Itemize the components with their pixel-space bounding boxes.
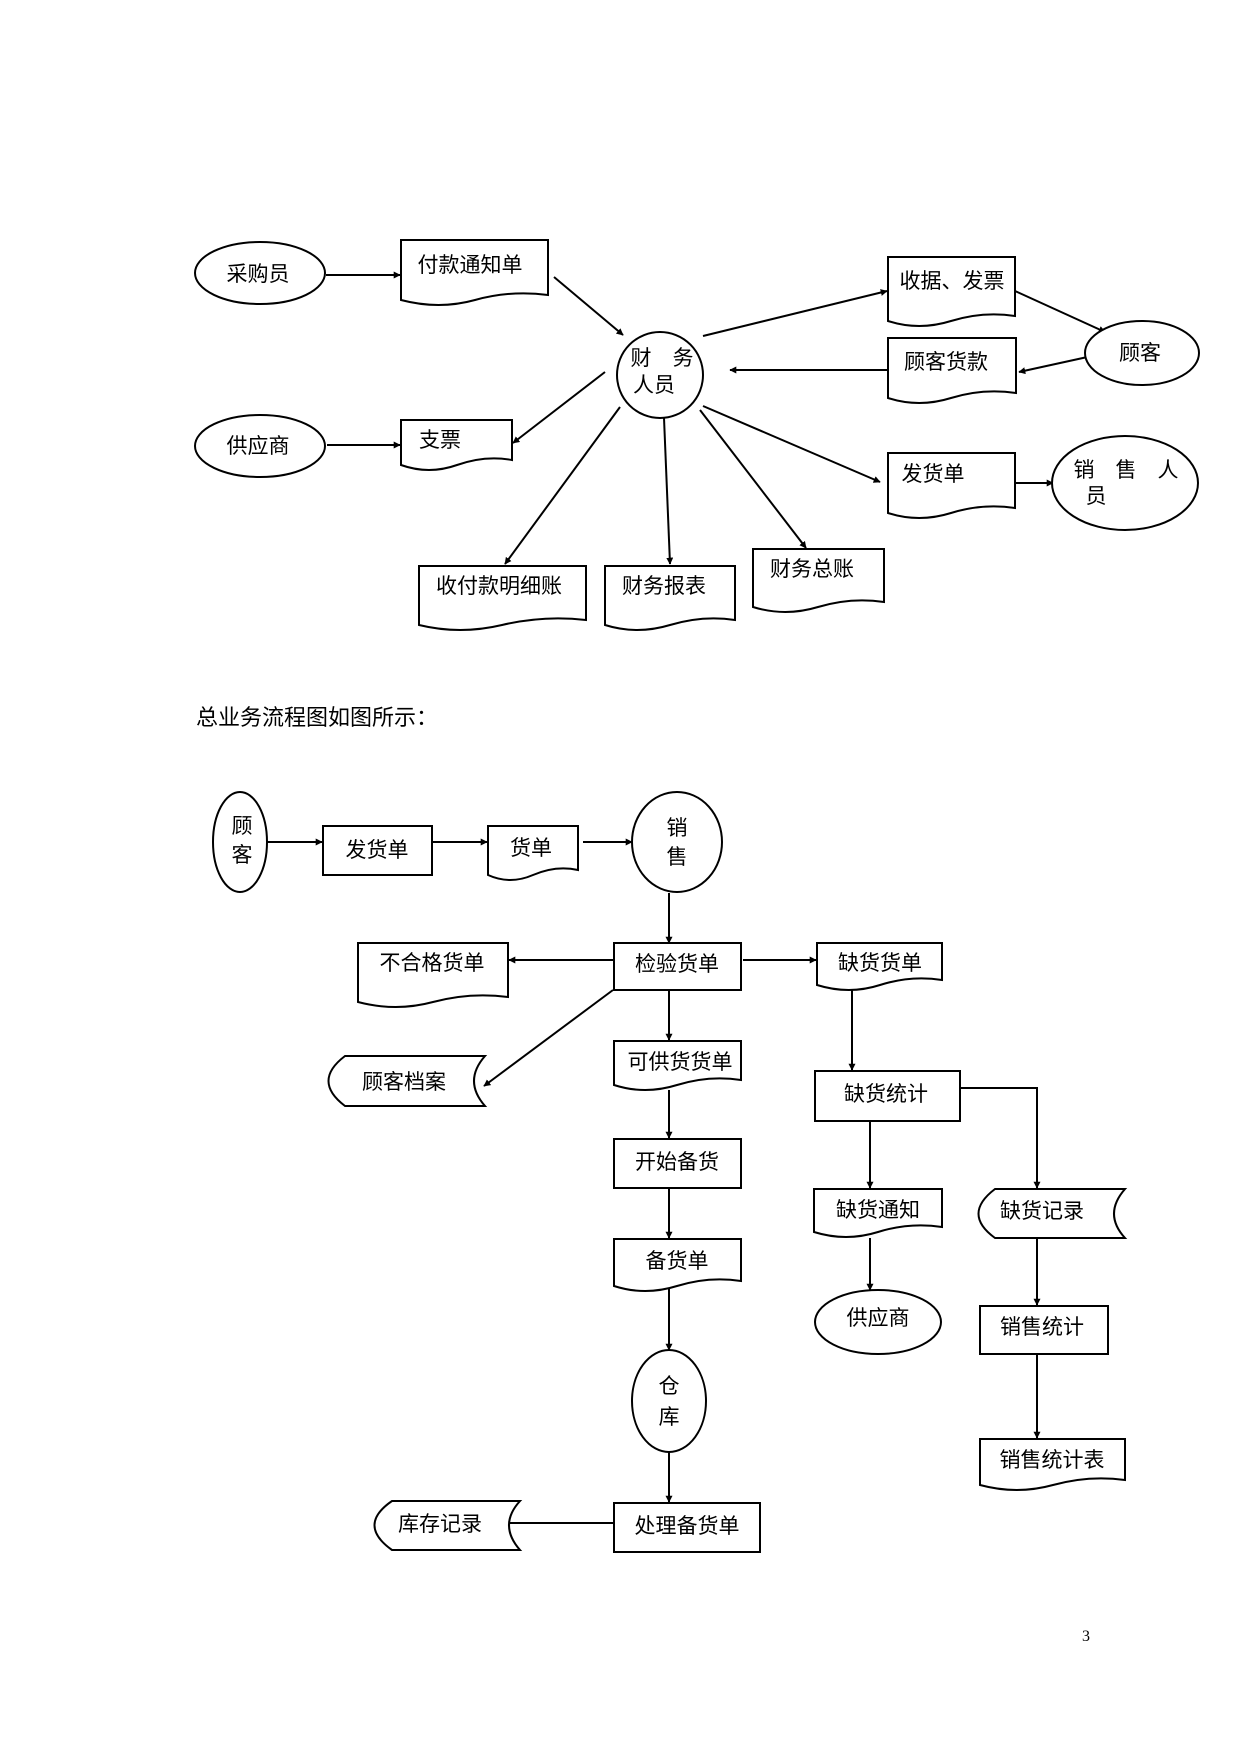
business-flow-diagram: 顾 客 发货单 货单 销 售 不合格货单 检验货单 缺货货单 顾客档案 可供货货… — [212, 791, 1128, 1553]
customer-payment-doc — [887, 337, 1017, 404]
process-stock-order-label: 处理备货单 — [635, 1514, 740, 1538]
warehouse-label-line2: 库 — [659, 1405, 680, 1429]
shortage-notice-doc — [813, 1188, 943, 1238]
finance-staff-node — [616, 331, 704, 419]
stock-order-label: 备货单 — [646, 1249, 709, 1273]
finance-flow-diagram: 采购员 付款通知单 财 务 人员 收据、发票 顾客 顾客货款 供应商 支票 发货… — [194, 239, 1200, 631]
finance-report-label: 财务报表 — [622, 574, 706, 598]
customer-label: 顾客 — [1119, 341, 1161, 365]
finance-staff-label-line2: 人员 — [633, 373, 675, 397]
delivery-order-process — [322, 825, 433, 876]
stock-order-doc — [613, 1238, 742, 1292]
finance-staff-label-line1: 财 务 — [631, 346, 694, 370]
sales-stats-process — [979, 1305, 1109, 1355]
warehouse-node — [631, 1349, 707, 1453]
edge-inspect-to-customer-file — [483, 989, 614, 1087]
customer-file-label: 顾客档案 — [362, 1070, 446, 1094]
payment-ledger-detail-doc — [418, 565, 587, 631]
flowchart-caption: 总业务流程图如图所示： — [196, 706, 439, 731]
sales-staff-label-line2: 员 — [1086, 484, 1107, 508]
start-stocking-process — [613, 1138, 742, 1189]
sales-stats-label: 销售统计 — [1000, 1315, 1084, 1339]
page-number: 3 — [1082, 1628, 1090, 1645]
buyer-label: 采购员 — [227, 262, 290, 286]
supplier-label-2: 供应商 — [847, 1306, 910, 1330]
buyer-node — [194, 241, 326, 305]
available-order-label: 可供货货单 — [628, 1050, 733, 1074]
edge-payment-notice-to-finance — [553, 276, 624, 336]
finance-report-doc — [604, 565, 736, 631]
sales-node — [631, 791, 723, 893]
sales-staff-label-line1: 销 售 人 — [1074, 458, 1179, 482]
stock-record-label: 库存记录 — [398, 1512, 482, 1536]
general-ledger-label: 财务总账 — [770, 557, 854, 581]
sales-stats-table-doc — [979, 1438, 1126, 1491]
receipt-invoice-label: 收据、发票 — [900, 269, 1005, 293]
cheque-doc — [400, 419, 513, 471]
delivery-order-label: 发货单 — [902, 462, 965, 486]
edge-finance-to-cheque — [512, 371, 606, 444]
payment-ledger-detail-label: 收付款明细账 — [436, 574, 562, 598]
shortage-notice-label: 缺货通知 — [836, 1198, 920, 1222]
order-doc-label: 货单 — [510, 836, 552, 860]
shortage-stats-process — [814, 1070, 961, 1122]
edge-finance-to-report — [663, 417, 674, 565]
shortage-record-store — [977, 1188, 1128, 1239]
inspect-order-label: 检验货单 — [635, 952, 719, 976]
shortage-order-doc — [816, 942, 943, 991]
payment-notice-label: 付款通知单 — [418, 253, 523, 277]
edge-customer-to-payment — [1018, 355, 1093, 375]
sales-staff-node — [1051, 435, 1199, 531]
customer-node-2 — [212, 791, 268, 893]
inspect-order-process — [613, 942, 742, 991]
payment-notice-doc — [400, 239, 549, 306]
unqualified-order-label: 不合格货单 — [380, 951, 485, 975]
available-order-doc — [613, 1040, 742, 1091]
edge-finance-to-delivery-order — [702, 405, 881, 483]
receipt-invoice-doc — [887, 256, 1016, 327]
shortage-stats-label: 缺货统计 — [844, 1082, 928, 1106]
order-doc — [487, 825, 579, 881]
shortage-record-label: 缺货记录 — [1000, 1199, 1084, 1223]
sales-label-line1: 销 — [667, 816, 688, 840]
edge-receipt-to-customer — [1014, 290, 1106, 333]
edge-finance-to-general-ledger — [699, 409, 807, 549]
warehouse-label-line1: 仓 — [659, 1374, 680, 1398]
supplier-node-2 — [814, 1289, 942, 1355]
edge-finance-to-ledger-detail — [504, 406, 621, 565]
customer-file-store — [327, 1055, 488, 1107]
customer-node — [1084, 320, 1200, 386]
delivery-order-doc — [887, 452, 1016, 519]
edge-finance-to-receipt — [702, 289, 888, 337]
customer-label-2-line1: 顾 — [232, 814, 253, 838]
cheque-label: 支票 — [419, 428, 461, 452]
delivery-order-process-label: 发货单 — [346, 838, 409, 862]
process-stock-order-process — [613, 1502, 761, 1553]
supplier-label: 供应商 — [227, 434, 290, 458]
edge-stats-to-record — [961, 1087, 1041, 1189]
customer-label-2-line2: 客 — [232, 843, 253, 867]
customer-payment-label: 顾客货款 — [904, 350, 988, 374]
general-ledger-doc — [752, 548, 885, 613]
sales-label-line2: 售 — [667, 845, 688, 869]
stock-record-store — [373, 1500, 523, 1551]
sales-stats-table-label: 销售统计表 — [1000, 1448, 1105, 1472]
supplier-node — [194, 414, 326, 478]
start-stocking-label: 开始备货 — [635, 1150, 719, 1174]
shortage-order-label: 缺货货单 — [838, 951, 922, 975]
unqualified-order-doc — [357, 942, 509, 1008]
